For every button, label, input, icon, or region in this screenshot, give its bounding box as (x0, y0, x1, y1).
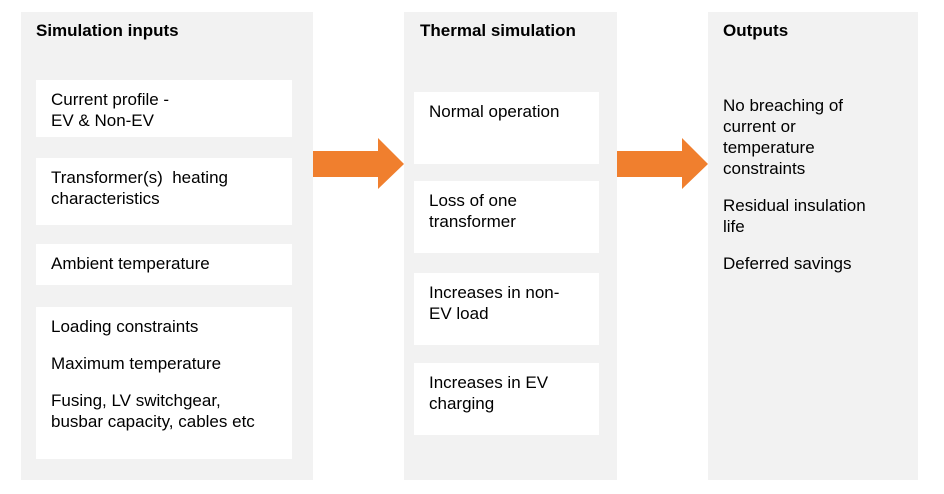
ev-charging-box: Increases in EV charging (414, 363, 599, 435)
no-breaching-line2: current or (723, 117, 796, 136)
thermal-simulation-panel: Thermal simulation Normal operation Loss… (404, 12, 617, 480)
arrow-right-icon (313, 138, 404, 189)
transformer-heating-box: Transformer(s) heating characteristics (36, 158, 292, 225)
maximum-temperature-item: Maximum temperature (51, 354, 222, 373)
current-profile-box: Current profile - EV & Non-EV (36, 80, 292, 137)
non-ev-load-box: Increases in non- EV load (414, 273, 599, 345)
outputs-list: No breaching of current or temperature c… (723, 95, 913, 274)
ambient-temperature-box: Ambient temperature (36, 244, 292, 285)
deferred-savings-line1: Deferred savings (723, 254, 852, 273)
loading-constraints-box: Loading constraints Maximum temperature … (36, 307, 292, 459)
loss-of-transformer-line2: transformer (429, 212, 516, 231)
ev-charging-line1: Increases in EV (429, 373, 549, 392)
transformer-heating-line2: characteristics (51, 189, 160, 208)
simulation-inputs-panel: Simulation inputs Current profile - EV &… (21, 12, 313, 480)
normal-operation-line1: Normal operation (429, 102, 560, 121)
simulation-inputs-title: Simulation inputs (36, 21, 179, 40)
fusing-item-line2: busbar capacity, cables etc (51, 412, 255, 431)
no-breaching-line1: No breaching of (723, 96, 844, 115)
current-profile-line2: EV & Non-EV (51, 111, 154, 130)
arrow-right-icon (617, 138, 708, 189)
no-breaching-line4: constraints (723, 159, 806, 178)
normal-operation-box: Normal operation (414, 92, 599, 164)
thermal-simulation-title: Thermal simulation (420, 21, 576, 40)
ev-charging-line2: charging (429, 394, 495, 413)
outputs-panel: Outputs No breaching of current or tempe… (708, 12, 918, 480)
non-ev-load-line2: EV load (429, 304, 489, 323)
current-profile-line1: Current profile - (51, 90, 170, 109)
residual-insulation-line2: life (723, 217, 745, 236)
outputs-title: Outputs (723, 21, 789, 40)
residual-insulation-line1: Residual insulation (723, 196, 866, 215)
no-breaching-line3: temperature (723, 138, 815, 157)
loss-of-transformer-box: Loss of one transformer (414, 181, 599, 253)
non-ev-load-line1: Increases in non- (429, 283, 560, 302)
loading-constraints-item: Loading constraints (51, 317, 199, 336)
ambient-temperature-line1: Ambient temperature (51, 254, 210, 273)
transformer-heating-line1: Transformer(s) heating (51, 168, 228, 187)
loss-of-transformer-line1: Loss of one (429, 191, 517, 210)
fusing-item-line1: Fusing, LV switchgear, (51, 391, 221, 410)
